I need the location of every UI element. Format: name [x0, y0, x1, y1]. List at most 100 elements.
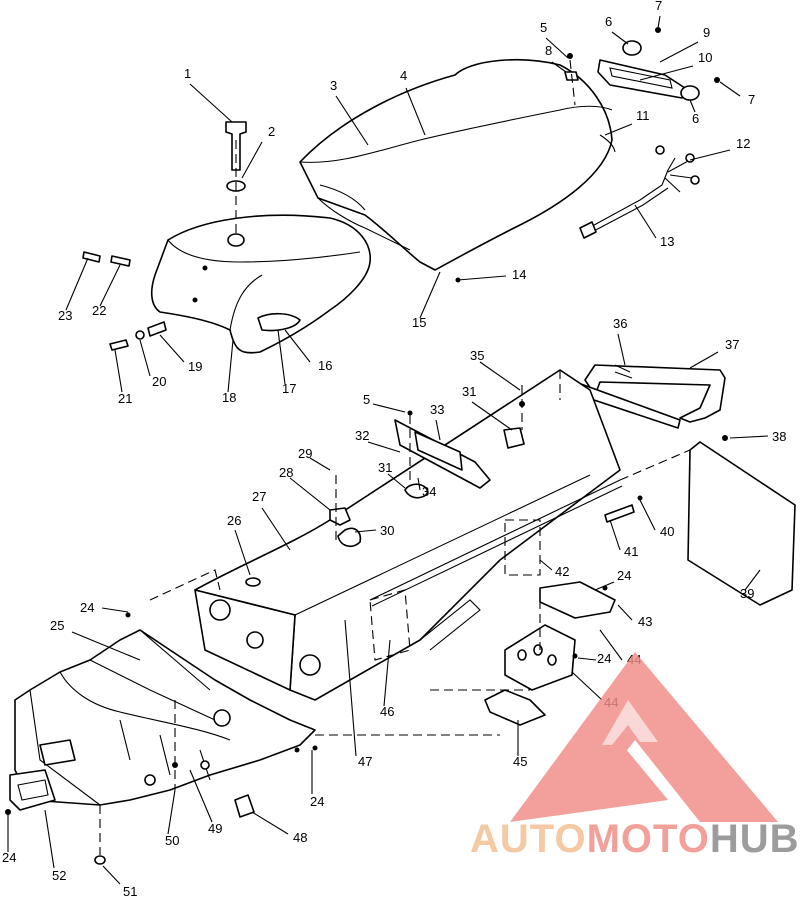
leader-line	[599, 629, 623, 661]
leader-line	[65, 257, 89, 311]
callout-number: 42	[555, 564, 569, 579]
leader-line	[729, 435, 769, 439]
leader-line	[241, 141, 263, 179]
callout-number: 9	[703, 25, 710, 40]
leader-line	[604, 123, 633, 136]
watermark-hub: HUB	[710, 817, 800, 861]
callout-number: 52	[52, 868, 66, 883]
callout-number: 1	[184, 66, 191, 81]
callout-number: 15	[412, 315, 426, 330]
callout-number: 40	[660, 524, 674, 539]
leader-line	[234, 529, 251, 576]
callout-number: 47	[358, 754, 372, 769]
leader-line	[101, 607, 129, 613]
leader-line	[689, 149, 731, 161]
callout-number: 6	[605, 14, 612, 29]
leader-line	[383, 639, 391, 707]
callout-number: 5	[540, 20, 547, 35]
callout-number: 36	[613, 316, 627, 331]
leader-line	[102, 865, 121, 885]
callout-number: 11	[636, 108, 650, 123]
callout-number: 43	[638, 614, 652, 629]
callout-number: 41	[624, 544, 638, 559]
leader-line	[387, 473, 406, 489]
callout-number: 2	[268, 124, 275, 139]
callout-number: 20	[152, 374, 166, 389]
leader-line	[657, 15, 661, 29]
leader-line	[689, 99, 696, 113]
leader-line	[344, 619, 357, 757]
callout-number: 3	[330, 78, 337, 93]
callout-number: 7	[655, 0, 662, 13]
leader-line	[611, 31, 629, 45]
callout-number: 5	[363, 392, 370, 407]
leader-line	[471, 401, 513, 431]
callout-number: 24	[310, 794, 324, 809]
leader-line	[609, 519, 621, 551]
callout-number: 51	[123, 884, 137, 898]
callout-number: 50	[165, 833, 179, 848]
leader-line	[99, 264, 121, 307]
callout-number: 31	[378, 460, 392, 475]
callout-number: 17	[282, 381, 296, 396]
leader-line	[289, 477, 331, 511]
watermark-moto: MOTO	[587, 817, 710, 861]
leader-lines	[7, 15, 769, 885]
callout-number: 7	[748, 92, 755, 107]
leader-line	[405, 87, 426, 136]
assembly-lines	[99, 59, 691, 855]
leader-line	[571, 671, 603, 701]
callout-number: 6	[692, 111, 699, 126]
leader-line	[114, 349, 123, 393]
seat	[299, 59, 616, 271]
callout-number: 23	[58, 308, 72, 323]
callout-number: 24	[2, 850, 16, 865]
leader-line	[639, 499, 656, 531]
leader-line	[617, 333, 626, 366]
leader-line	[139, 339, 151, 377]
callout-number: 49	[208, 821, 222, 836]
callout-number: 24	[597, 651, 611, 666]
leader-line	[689, 351, 719, 369]
leader-line	[419, 271, 441, 319]
callout-number: 48	[293, 830, 307, 845]
leader-line	[457, 275, 507, 281]
callout-number: 31	[462, 384, 476, 399]
leader-line	[479, 361, 521, 391]
leader-line	[251, 811, 289, 835]
svg-text:AUTOMOTOHUB: AUTOMOTOHUB	[470, 817, 800, 861]
callout-number: 14	[512, 267, 526, 282]
wire-harness	[579, 145, 700, 239]
leader-line	[551, 61, 567, 73]
leader-line	[277, 329, 286, 385]
callout-number: 45	[513, 754, 527, 769]
leader-line	[284, 329, 311, 363]
callout-number: 24	[80, 600, 94, 615]
callout-number: 39	[740, 586, 754, 601]
callout-number: 18	[222, 390, 236, 405]
leader-line	[309, 457, 331, 471]
leader-line	[227, 339, 234, 393]
snow-flap	[687, 435, 796, 606]
callout-number: 13	[660, 234, 674, 249]
leader-line	[539, 559, 553, 571]
leader-line	[189, 769, 213, 823]
callout-number: 27	[252, 489, 266, 504]
callout-number: 12	[736, 136, 750, 151]
leader-line	[639, 65, 694, 81]
leader-line	[659, 41, 699, 63]
callout-number: 16	[318, 358, 332, 373]
leader-line	[159, 334, 185, 363]
callout-number: 35	[470, 348, 484, 363]
leader-line	[44, 809, 55, 869]
callout-number: 34	[422, 484, 436, 499]
leader-line	[744, 569, 761, 591]
callout-number: 26	[227, 513, 241, 528]
callout-number: 25	[50, 618, 64, 633]
callout-number: 21	[118, 391, 132, 406]
watermark-auto: AUTO	[470, 817, 587, 861]
hardware	[5, 277, 643, 865]
tail-light	[564, 27, 720, 101]
